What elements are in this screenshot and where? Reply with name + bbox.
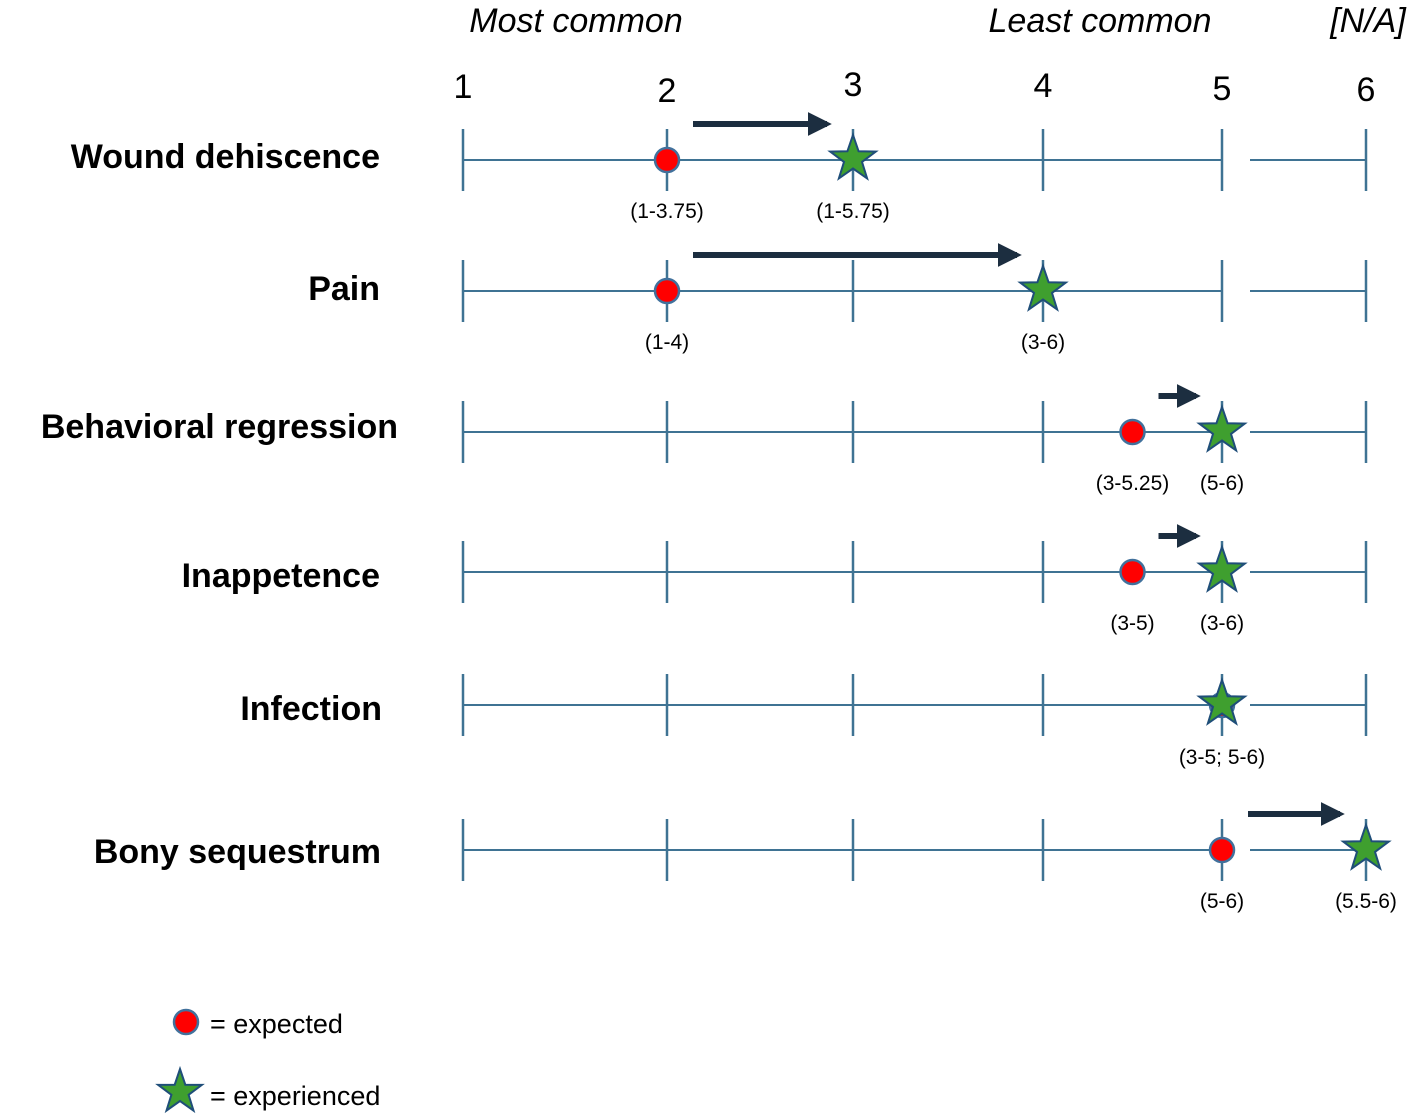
experienced-point	[827, 131, 879, 181]
expected-range-label: (3-5)	[1110, 612, 1154, 635]
legend-expected-label: = expected	[210, 1009, 343, 1039]
expected-range-label: (5-6)	[1200, 890, 1244, 913]
row-label: Pain	[308, 270, 380, 308]
experienced-range-label: (1-5.75)	[816, 200, 890, 223]
experienced-range-label: (5.5-6)	[1335, 890, 1397, 913]
header-most-common: Most common	[469, 2, 683, 40]
experienced-point	[1196, 543, 1248, 593]
legend-expected-icon	[172, 1008, 200, 1036]
experienced-point	[1196, 403, 1248, 453]
row-label: Wound dehiscence	[71, 138, 380, 176]
scale-number-2: 2	[658, 72, 677, 110]
row-behavioral-regression: Behavioral regression (3-5.25) (5-6)	[41, 384, 1368, 495]
expected-range-label: (1-3.75)	[630, 200, 704, 223]
expected-point	[653, 146, 681, 174]
rows: Wound dehiscence (1-3.75) (1-5.75) Pain (1-4…	[41, 112, 1397, 913]
header-least-common: Least common	[989, 2, 1212, 40]
legend-experienced-icon	[155, 1065, 205, 1114]
expected-point	[1208, 836, 1236, 864]
row-inappetence: Inappetence (3-5) (3-6)	[182, 524, 1368, 635]
row-bony-sequestrum: Bony sequestrum (5-6) (5.5-6)	[94, 802, 1397, 913]
row-wound-dehiscence: Wound dehiscence (1-3.75) (1-5.75)	[71, 112, 1368, 223]
scale-number-3: 3	[844, 66, 863, 104]
expected-point	[1119, 418, 1146, 446]
scale-number-6: 6	[1357, 71, 1376, 109]
experienced-range-label: (3-6)	[1021, 331, 1065, 354]
combined-range-label: (3-5; 5-6)	[1179, 746, 1265, 769]
row-label: Inappetence	[182, 557, 380, 595]
expected-point	[653, 277, 681, 305]
header-na: [N/A]	[1329, 2, 1407, 40]
scale-number-4: 4	[1034, 67, 1053, 105]
legend-experienced-label: = experienced	[210, 1081, 380, 1111]
row-infection: Infection (3-5; 5-6)	[240, 674, 1368, 769]
scale-number-5: 5	[1213, 70, 1232, 108]
expected-range-label: (1-4)	[645, 331, 689, 354]
experienced-range-label: (5-6)	[1200, 472, 1244, 495]
experienced-point	[1340, 821, 1392, 871]
expected-point	[1119, 558, 1146, 586]
row-label: Infection	[240, 690, 382, 728]
scale-number-1: 1	[454, 68, 473, 106]
row-label: Behavioral regression	[41, 408, 398, 446]
experienced-range-label: (3-6)	[1200, 612, 1244, 635]
scale-numbers: 1 2 3 4 5 6	[454, 66, 1376, 110]
expected-range-label: (3-5.25)	[1096, 472, 1170, 495]
legend: = expected = experienced	[155, 1008, 380, 1114]
row-pain: Pain (1-4) (3-6)	[308, 243, 1368, 354]
row-label: Bony sequestrum	[94, 833, 381, 871]
experienced-point	[1017, 262, 1069, 312]
experienced-point	[1196, 676, 1248, 726]
